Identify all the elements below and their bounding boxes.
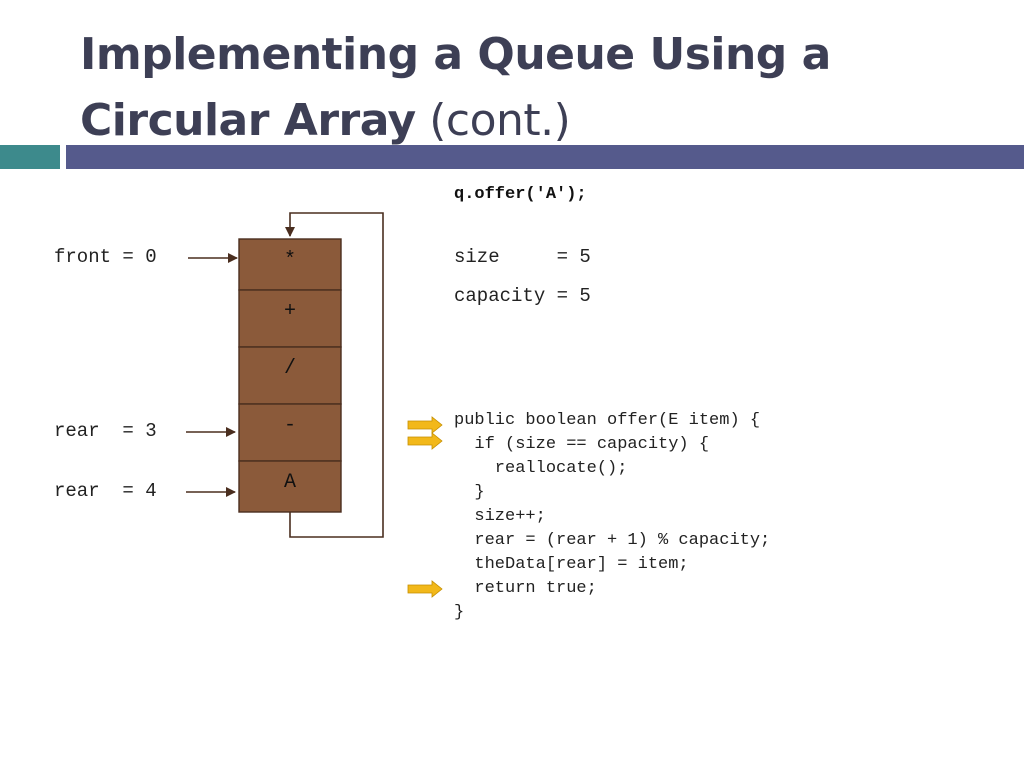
code-line: return true; [454, 579, 597, 598]
code-line: } [454, 483, 485, 502]
title-bold-line1: Implementing a Queue Using a [80, 29, 831, 80]
code-line: if (size == capacity) { [454, 435, 710, 454]
highlight-arrow-icon [407, 432, 443, 450]
code-line: size++; [454, 507, 546, 526]
rear-new-pointer-label: rear = 4 [54, 480, 157, 502]
offer-method-code: public boolean offer(E item) { if (size … [454, 409, 770, 625]
array-cell-value: + [284, 300, 296, 323]
slide-title: Implementing a Queue Using a Circular Ar… [80, 22, 980, 154]
header-accent-teal [0, 145, 60, 169]
code-line: public boolean offer(E item) { [454, 411, 761, 430]
array-cells: * + / - A [238, 238, 342, 513]
front-pointer-label: front = 0 [54, 246, 157, 268]
code-line: theData[rear] = item; [454, 555, 689, 574]
title-suffix: (cont.) [415, 95, 571, 146]
array-cell [238, 346, 342, 405]
operation-call: q.offer('A'); [454, 185, 587, 204]
array-cell [238, 238, 342, 291]
code-line: reallocate(); [454, 459, 628, 478]
code-line: rear = (rear + 1) % capacity; [454, 531, 771, 550]
size-value: size = 5 [454, 246, 591, 268]
title-bold-line2: Circular Array [80, 95, 416, 146]
array-cell-value: - [284, 414, 296, 437]
code-line: } [454, 603, 465, 622]
header-accent-purple [66, 145, 1024, 169]
highlight-arrow-icon [407, 580, 443, 598]
array-cell-value: A [284, 471, 296, 494]
array-cell-value: * [284, 249, 296, 272]
array-cell [238, 460, 342, 513]
array-cell [238, 289, 342, 348]
capacity-value: capacity = 5 [454, 285, 591, 307]
wraparound-arrow [285, 212, 384, 538]
rear-old-pointer-label: rear = 3 [54, 420, 157, 442]
highlight-arrow-icon [407, 416, 443, 434]
array-cell-value: / [284, 357, 296, 380]
